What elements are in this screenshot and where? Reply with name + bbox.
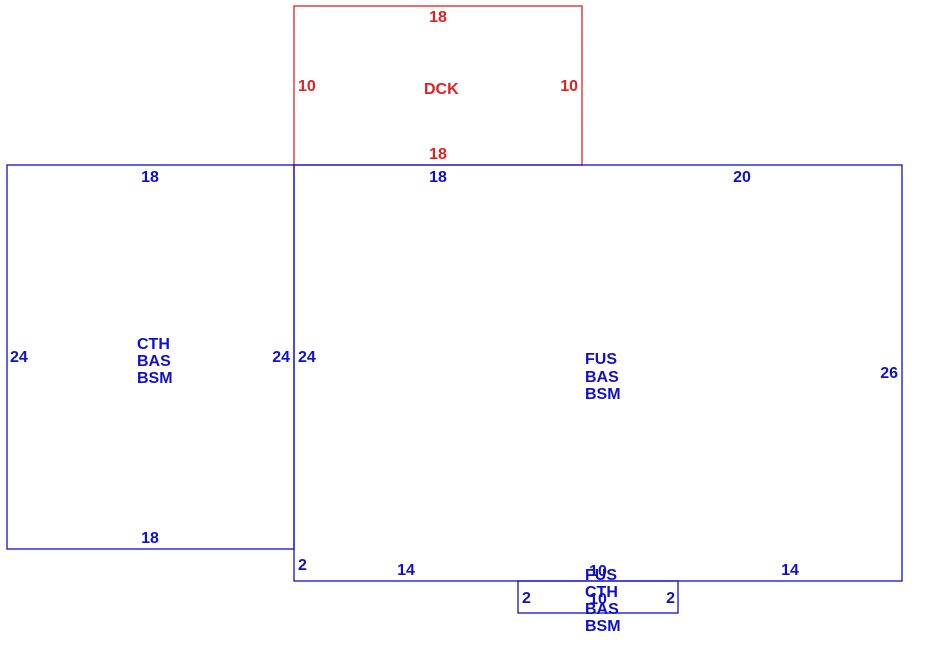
main-room-dim-top-left: 18	[429, 169, 447, 186]
deck-name: DCK	[424, 81, 459, 98]
main-room-code: BAS	[585, 369, 619, 386]
main-room-dim-bottom-left: 14	[397, 562, 415, 579]
main-room-code: FUS	[585, 351, 617, 368]
main-room-code: BSM	[585, 386, 621, 403]
bump-code: BAS	[585, 601, 619, 618]
deck-dim-top: 18	[429, 9, 447, 26]
bump-dim-left: 2	[522, 590, 531, 607]
main-room-dim-left: 24	[298, 349, 316, 366]
main-room-dim-bottom-right: 14	[781, 562, 799, 579]
left-room-code: BSM	[137, 370, 173, 387]
bump-code: BSM	[585, 618, 621, 635]
left-room-code: BAS	[137, 353, 171, 370]
main-room-dim-top-right: 20	[733, 169, 751, 186]
bump-dim-right: 2	[666, 590, 675, 607]
left-room-dim-bottom: 18	[141, 530, 159, 547]
bump-dim-bottom: 10	[589, 591, 607, 608]
deck-dim-left: 10	[298, 78, 316, 95]
left-room-dim-top: 18	[141, 169, 159, 186]
main-room-dim-step: 2	[298, 557, 307, 574]
left-room-dim-left: 24	[10, 349, 28, 366]
deck-dim-right: 10	[560, 78, 578, 95]
main-room-dim-right: 26	[880, 365, 898, 382]
deck-dim-bottom: 18	[429, 146, 447, 163]
bump-dim-top: 10	[589, 563, 607, 580]
bump-code: FUS	[585, 567, 617, 584]
bump-code: CTH	[585, 584, 618, 601]
bump-outline	[517, 580, 679, 614]
left-room-dim-right: 24	[272, 349, 290, 366]
left-room-code: CTH	[137, 336, 170, 353]
